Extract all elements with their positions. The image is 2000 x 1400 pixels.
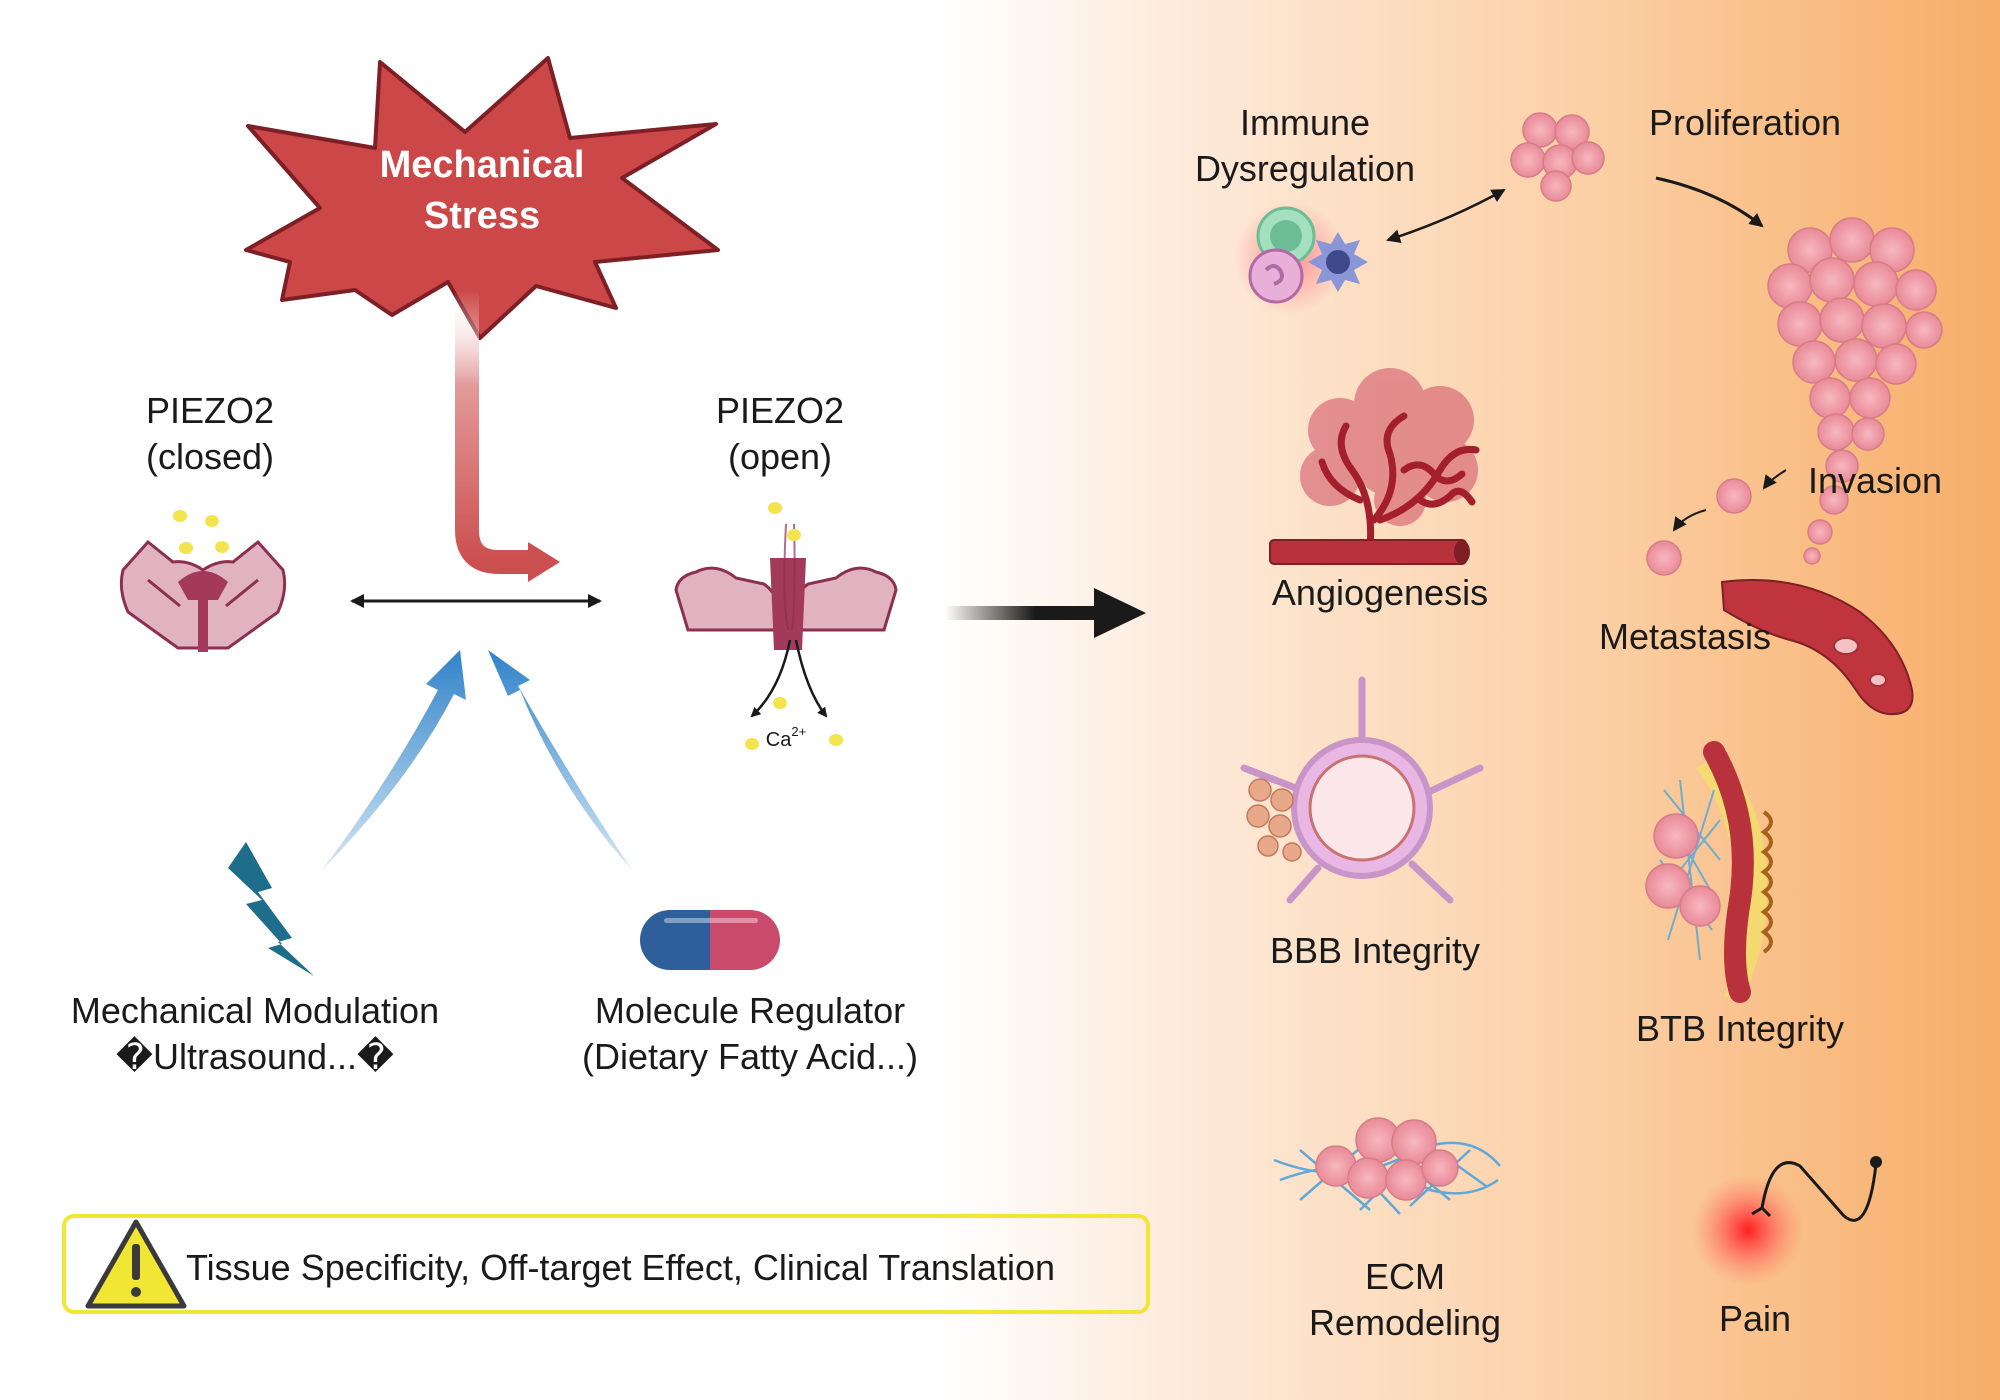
blood-vessel-icon (1720, 579, 1914, 716)
invasion-arrow-1 (1762, 469, 1787, 490)
piezo2-closed-label: PIEZO2 (closed) (110, 388, 310, 480)
modulator-arrows (322, 650, 632, 870)
bbb-integrity-label: BBB Integrity (1269, 930, 1481, 971)
ecm-remodeling-label: ECM Remodeling (1260, 1254, 1550, 1346)
pain-icon (1692, 1156, 1882, 1286)
ecm-remodeling-line2: Remodeling (1308, 1302, 1502, 1343)
btb-integrity-label: BTB Integrity (1635, 1008, 1845, 1049)
stress-label-2: Stress (424, 195, 540, 237)
warning-icon (85, 1219, 187, 1309)
mechanical-stress-burst: Mechanical Stress (244, 56, 720, 340)
angiogenesis-label: Angiogenesis (1271, 572, 1489, 613)
pain-label: Pain (1718, 1298, 1792, 1339)
stress-label-1: Mechanical (380, 144, 585, 186)
immune-dysregulation-line2: Dysregulation (1194, 148, 1416, 189)
immune-dysregulation-line1: Immune (1239, 102, 1371, 143)
bbb-icon (1240, 676, 1484, 904)
molecule-regulator-example: (Dietary Fatty Acid...) (581, 1036, 919, 1077)
immune-proliferation-arrow (1386, 188, 1506, 243)
warning-box (62, 1214, 1150, 1314)
mechanical-modulation-example: �Ultrasound...� (116, 1036, 394, 1077)
molecule-regulator-title: Molecule Regulator (594, 990, 906, 1031)
ecm-remodeling-line1: ECM (1365, 1256, 1445, 1297)
invasion-label: Invasion (1807, 460, 1943, 501)
piezo2-open-state: (open) (727, 436, 833, 477)
molecule-regulator-label: Molecule Regulator (Dietary Fatty Acid..… (540, 988, 960, 1080)
piezo2-closed-icon (119, 539, 287, 652)
calcium-label: Ca2+ (766, 724, 806, 751)
piezo2-open-label: PIEZO2 (open) (680, 388, 880, 480)
proliferation-arrow (1655, 176, 1764, 228)
lightning-bolt-icon (228, 842, 314, 976)
angiogenesis-icon (1269, 368, 1480, 565)
piezo2-closed-state: (closed) (145, 436, 275, 477)
calcium-flow-arrows (750, 639, 828, 718)
metastasis-label: Metastasis (1598, 616, 1772, 657)
calcium-ions-outside (173, 510, 229, 554)
immune-cells-icon (1234, 202, 1368, 314)
calcium-ions-open (745, 502, 843, 750)
main-outcome-arrow (945, 588, 1146, 638)
invasion-arrow-2 (1672, 509, 1707, 532)
piezo2-open-icon (674, 523, 898, 650)
piezo2-closed-name: PIEZO2 (145, 390, 275, 431)
proliferation-label: Proliferation (1648, 102, 1842, 143)
stress-arrow (455, 290, 560, 582)
pill-icon (640, 910, 780, 970)
piezo2-open-name: PIEZO2 (715, 390, 845, 431)
mechanical-modulation-title: Mechanical Modulation (70, 990, 440, 1031)
invasion-cells-icon (1646, 478, 1752, 576)
tumor-cluster-small-icon (1510, 112, 1605, 202)
tumor-mass-large-icon (1767, 217, 1943, 565)
btb-icon (1645, 741, 1773, 1003)
warning-text: Tissue Specificity, Off-target Effect, C… (186, 1247, 1056, 1288)
immune-dysregulation-label: Immune Dysregulation (1160, 100, 1450, 192)
mechanical-modulation-label: Mechanical Modulation �Ultrasound...� (30, 988, 480, 1080)
ecm-icon (1273, 1117, 1501, 1215)
